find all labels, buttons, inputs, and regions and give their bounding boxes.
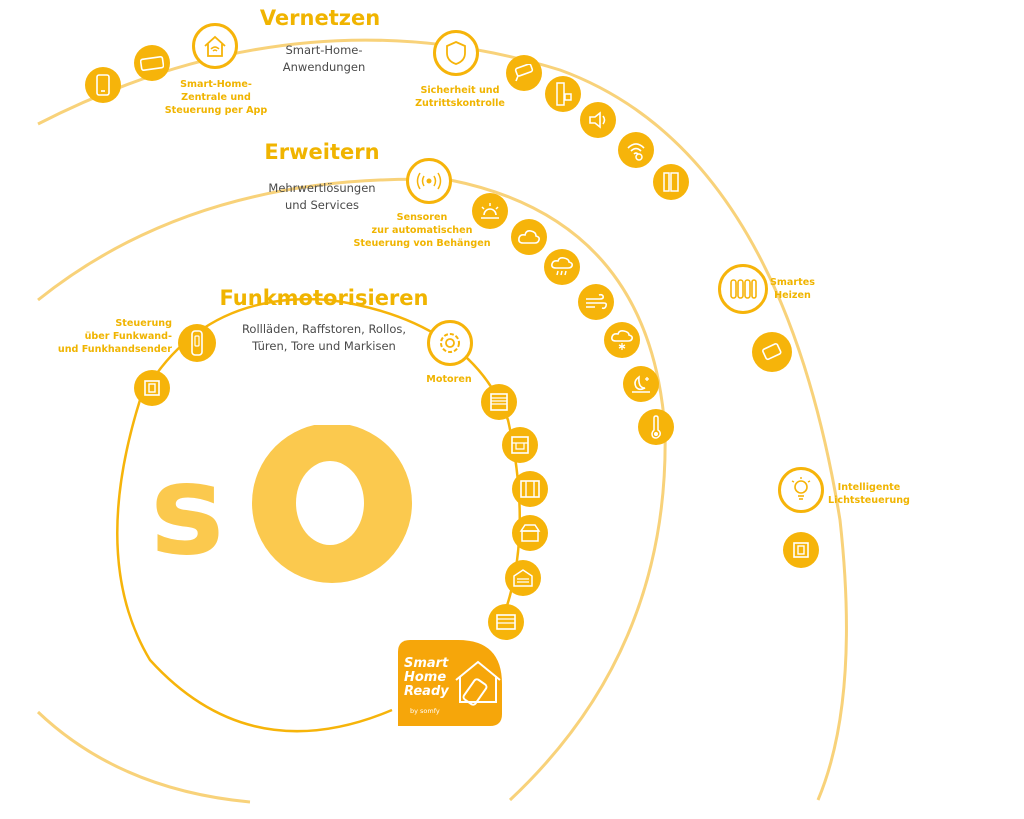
- somfy-so-logo: s: [150, 425, 412, 583]
- ring-desc-vernetzen: Smart-Home- Anwendungen: [282, 43, 366, 74]
- frost-sensor-icon: [604, 322, 640, 358]
- thermometer-icon: [638, 409, 674, 445]
- ring-title-funk: Funkmotorisieren: [219, 286, 429, 310]
- smart-home-ready-badge: [398, 640, 502, 726]
- cat-motoren: Motoren: [426, 374, 472, 385]
- ring-erweitern: [37, 177, 667, 802]
- cat-lichtsteuerung: Intelligente Lichtsteuerung: [828, 482, 910, 506]
- garage-door-icon: [505, 560, 541, 596]
- ring-desc-erweitern: Mehrwertlösungen und Services: [268, 181, 376, 212]
- awning-icon: [512, 515, 548, 551]
- svg-text:s: s: [150, 438, 224, 583]
- light-bulb-icon: [778, 467, 824, 513]
- cloud-icon: [511, 219, 547, 255]
- badge-brand: by somfy: [410, 707, 440, 715]
- siren-icon: [580, 102, 616, 138]
- cat-sicherheit: Sicherheit und Zutrittskontrolle: [415, 85, 505, 109]
- cat-sensoren: Sensoren zur automatischen Steuerung von…: [353, 212, 491, 249]
- door-sensor-icon: [653, 164, 689, 200]
- venetian-blind-icon: [502, 427, 538, 463]
- night-sensor-icon: [623, 366, 659, 402]
- gate-icon: [488, 604, 524, 640]
- shield-icon: [433, 30, 479, 76]
- wireless-sensor-icon: [406, 158, 452, 204]
- motor-icon: [427, 320, 473, 366]
- ring-vernetzen: [37, 38, 848, 801]
- cat-smartes-heizen: Smartes Heizen: [770, 277, 815, 301]
- rain-sensor-icon: [544, 249, 580, 285]
- badge-text: Smart Home Ready: [404, 656, 449, 699]
- hub-icon: [134, 45, 170, 81]
- wall-switch-icon: [134, 370, 170, 406]
- sun-sensor-icon: [472, 193, 508, 229]
- ring-desc-funk: Rollläden, Raffstoren, Rollos, Türen, To…: [241, 322, 407, 353]
- cat-smart-home-zentrale: Smart-Home- Zentrale und Steuerung per A…: [164, 79, 268, 116]
- radiator-icon: [718, 264, 768, 314]
- ring-title-erweitern: Erweitern: [264, 140, 380, 164]
- phone-icon: [85, 67, 121, 103]
- handheld-remote-icon: [178, 324, 216, 362]
- smoke-detector-icon: [618, 132, 654, 168]
- roller-shutter-icon: [481, 384, 517, 420]
- ring-outer-left: [36, 710, 251, 804]
- smart-home-app-icon: [192, 23, 238, 69]
- wind-sensor-icon: [578, 284, 614, 320]
- thermostat-icon: [752, 332, 792, 372]
- curtain-icon: [512, 471, 548, 507]
- door-lock-icon: [545, 76, 581, 112]
- cat-steuerung: Steuerung über Funkwand- und Funkhandsen…: [57, 318, 172, 355]
- ring-title-vernetzen: Vernetzen: [259, 6, 381, 30]
- camera-icon: [506, 55, 542, 91]
- light-switch-icon: [783, 532, 819, 568]
